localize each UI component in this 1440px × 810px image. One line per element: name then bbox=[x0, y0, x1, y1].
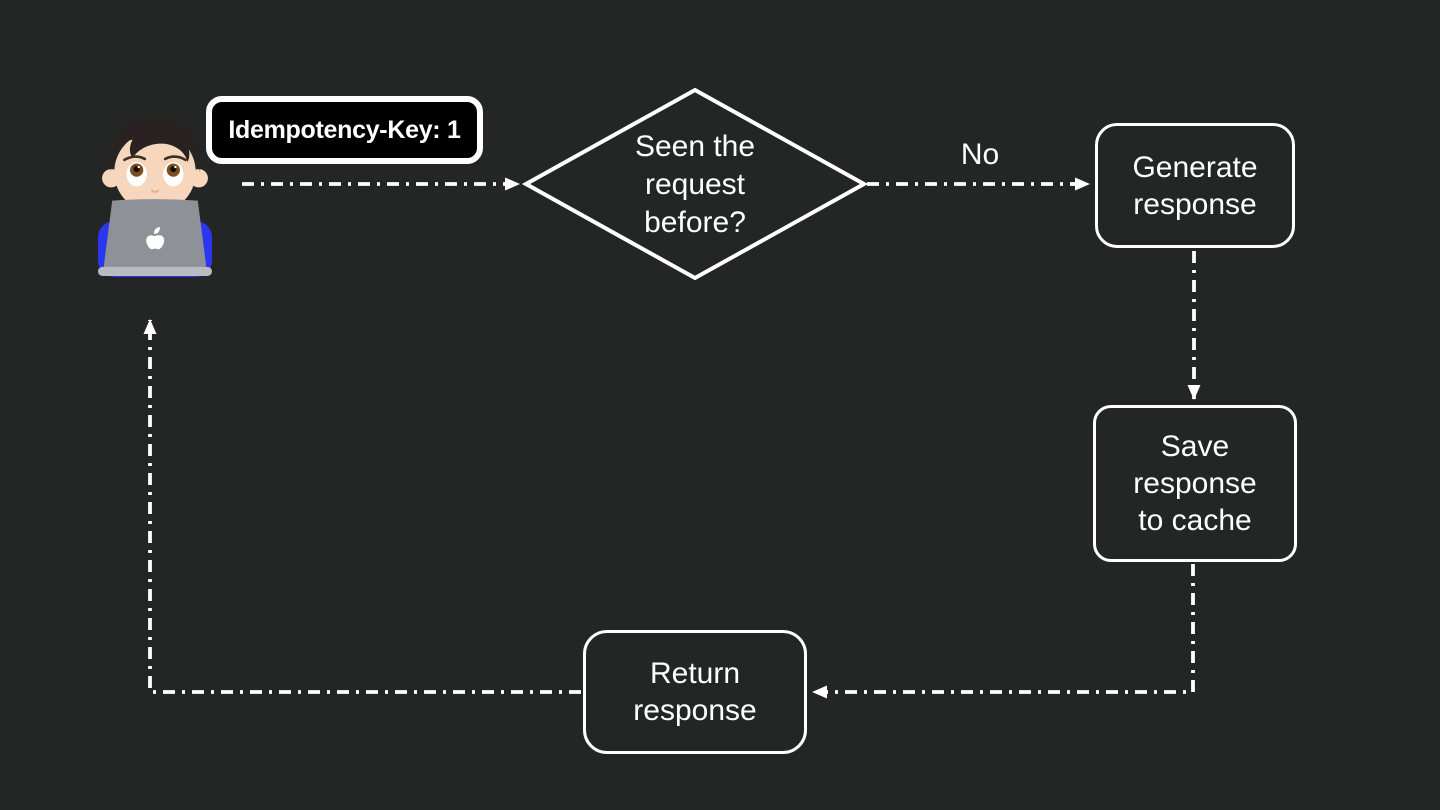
decision-line: Seen the bbox=[634, 130, 756, 163]
node-line: Generate bbox=[1132, 150, 1258, 184]
node-line: response bbox=[1133, 467, 1257, 500]
edge-return-to-client bbox=[143, 319, 581, 694]
return-response-node: Return response bbox=[583, 630, 807, 754]
generate-response-node: Generate response bbox=[1095, 123, 1295, 248]
save-response-node: Save response to cache bbox=[1093, 405, 1297, 562]
person-technologist-icon bbox=[97, 117, 213, 277]
edge-save-to-return bbox=[812, 564, 1195, 699]
decision-node-label: Seen the request before? bbox=[575, 126, 815, 244]
node-line: Return bbox=[649, 657, 741, 690]
idempotency-key-label: Idempotency-Key: 1 bbox=[228, 115, 461, 144]
edge-label-no: No bbox=[960, 138, 1000, 171]
decision-line: request bbox=[644, 168, 746, 201]
node-line: response bbox=[633, 694, 757, 727]
node-line: Save bbox=[1160, 430, 1230, 463]
node-line: response bbox=[1133, 187, 1257, 221]
decision-diamond-shape bbox=[521, 87, 869, 281]
idempotency-key-badge: Idempotency-Key: 1 bbox=[206, 96, 483, 164]
decision-line: before? bbox=[644, 206, 746, 239]
node-line: to cache bbox=[1138, 504, 1252, 537]
